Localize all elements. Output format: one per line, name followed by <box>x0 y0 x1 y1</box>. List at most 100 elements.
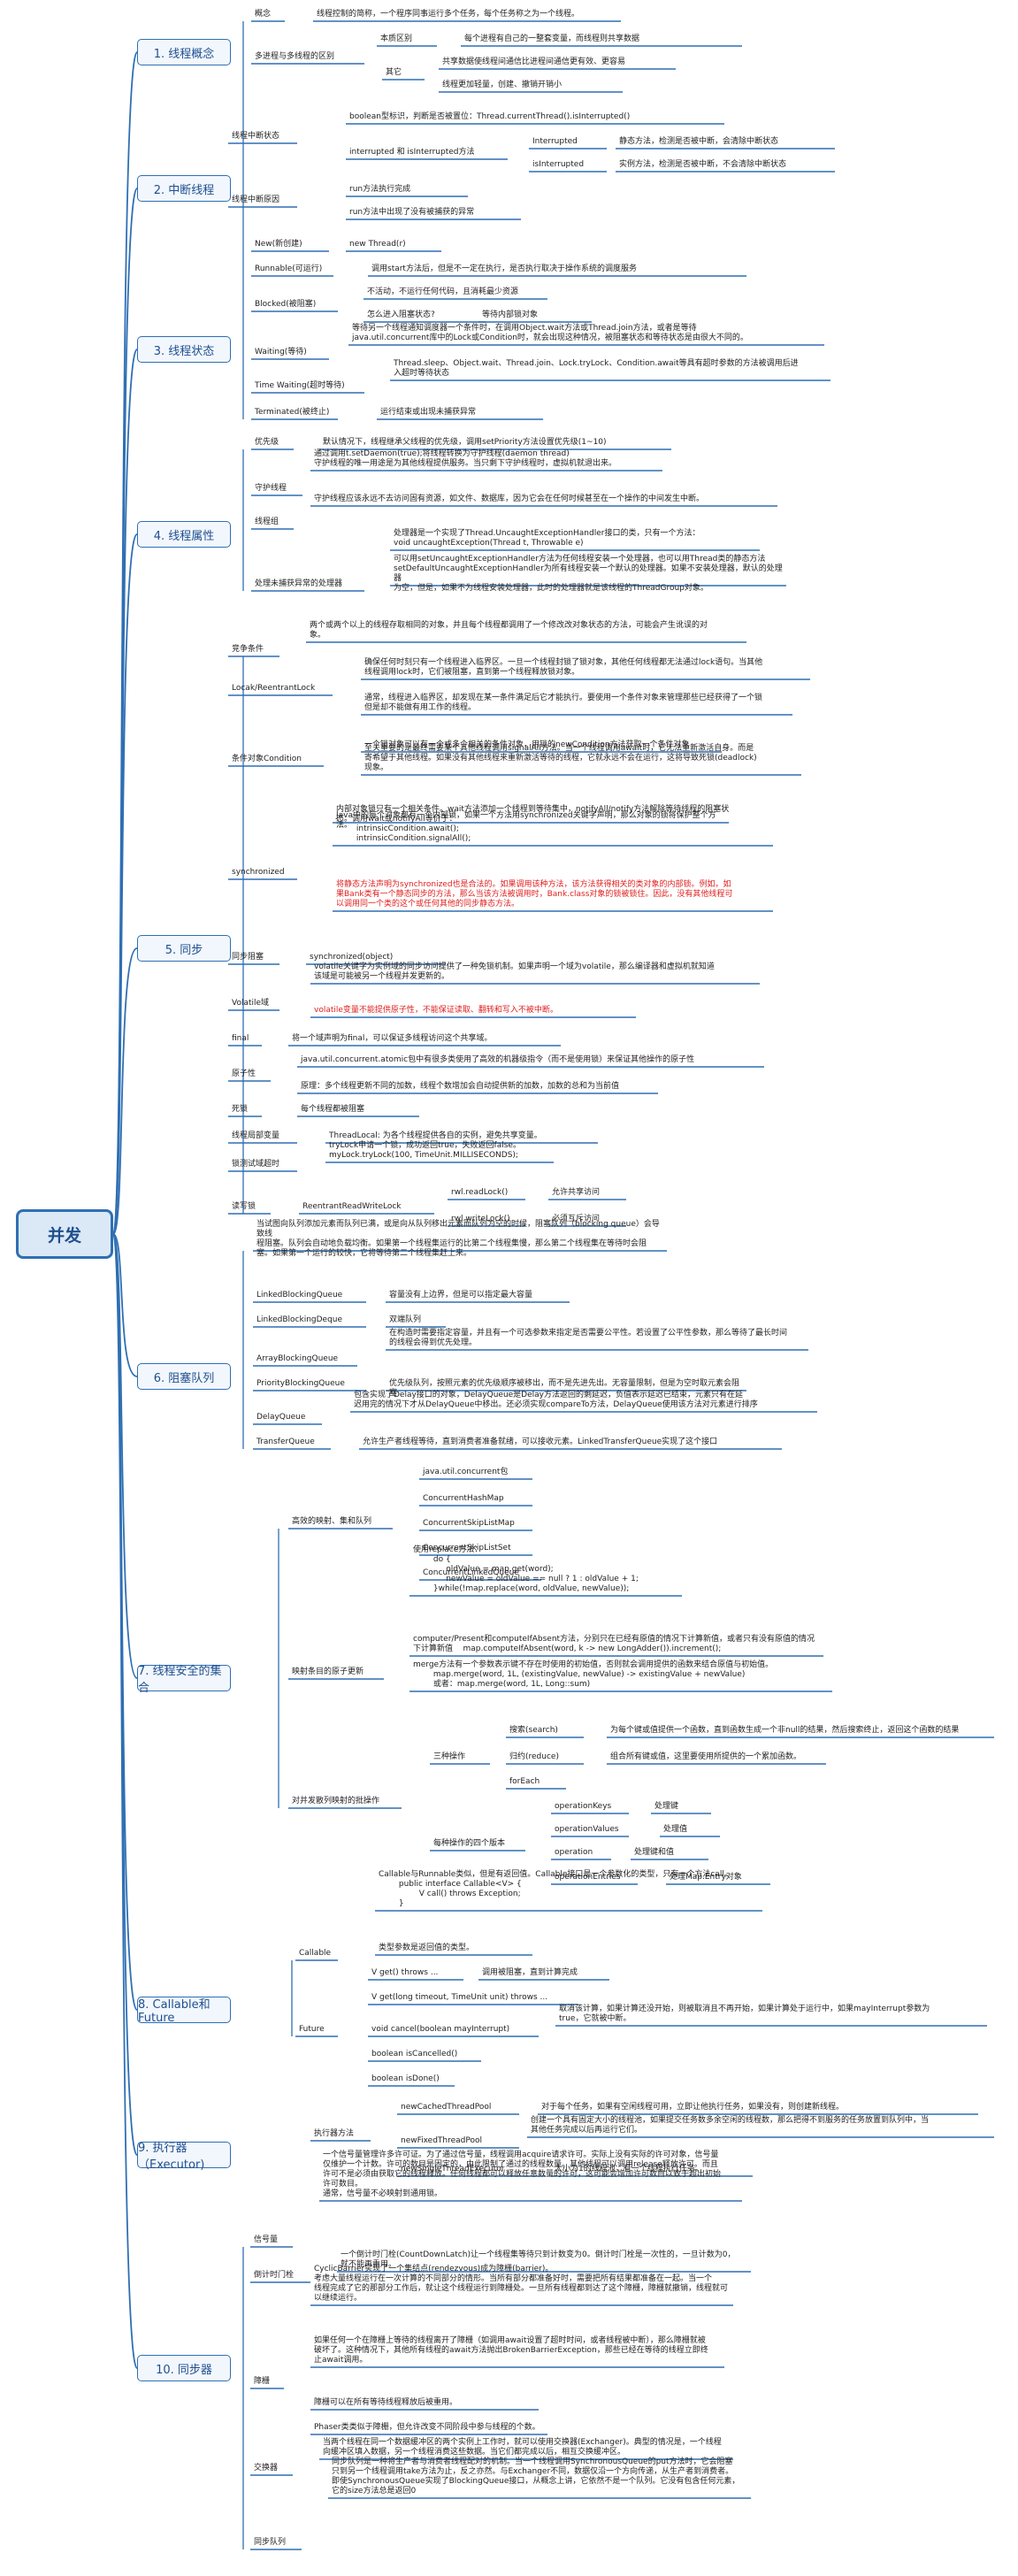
mindmap-node[interactable]: ConcurrentHashMap <box>423 1494 504 1503</box>
mindmap-node[interactable]: 多进程与多线程的区别 <box>255 52 335 61</box>
mindmap-node[interactable]: ThreadLocal: 为各个线程提供各自的实例，避免共享变量。 <box>329 1131 542 1140</box>
mindmap-node[interactable]: 确保任何时刻只有一个线程进入临界区。一旦一个线程封锁了锁对象，其他任何线程都无法… <box>364 658 763 677</box>
mindmap-node[interactable]: CyclicBarrier实现了一个集结点(rendezvous)成为障栅(ba… <box>314 2265 729 2303</box>
mindmap-node[interactable]: LinkedBlockingQueue <box>256 1291 343 1300</box>
mindmap-node[interactable]: operationValues <box>555 1825 619 1834</box>
mindmap-node[interactable]: 原理：多个线程更新不同的加数，线程个数增加会自动提供新的加数，加数的总和为当前值 <box>301 1082 620 1091</box>
mindmap-node[interactable]: 守护线程应该永远不去访问固有资源，如文件、数据库，因为它会在任何时候甚至在一个操… <box>314 494 705 503</box>
mindmap-node[interactable]: 障栅 <box>254 2377 271 2386</box>
mindmap-node[interactable]: 组合所有键或值，这里要使用所提供的一个累加函数。 <box>610 1752 802 1761</box>
section-s6[interactable]: 6. 阻塞队列 <box>137 1363 231 1390</box>
mindmap-node[interactable]: 怎么进入阻塞状态? <box>367 310 435 319</box>
mindmap-node[interactable]: 优先级队列，按照元素的优先级顺序被移出，而不是先进先出。无容量限制，但是为空时取… <box>389 1379 740 1398</box>
mindmap-node[interactable]: 运行结束或出现未捕获异常 <box>380 408 477 417</box>
mindmap-node[interactable]: final <box>232 1034 249 1043</box>
mindmap-node[interactable]: ReentrantReadWriteLock <box>302 1202 402 1211</box>
mindmap-node[interactable]: 映射条目的原子更新 <box>292 1668 364 1676</box>
mindmap-node[interactable]: run方法中出现了没有被捕获的异常 <box>349 208 475 217</box>
mindmap-node[interactable]: 可以用setUncaughtExceptionHandler方法为任何线程安装一… <box>394 555 783 593</box>
section-s3[interactable]: 3. 线程状态 <box>137 336 231 363</box>
root-node[interactable]: 并发 <box>16 1209 113 1259</box>
mindmap-node[interactable]: 大小为1的线程池，有一个线程执行任务。 <box>555 2165 703 2174</box>
mindmap-node[interactable]: boolean型标识，判断是否被置位：Thread.currentThread(… <box>349 112 631 121</box>
mindmap-node[interactable]: newCachedThreadPool <box>401 2103 492 2112</box>
mindmap-node[interactable]: 障栅可以在所有等待线程释放后被重用。 <box>314 2398 458 2407</box>
mindmap-node[interactable]: java.util.concurrent.atomic包中有很多类使用了高效的机… <box>301 1055 695 1064</box>
mindmap-node[interactable]: Terminated(被终止) <box>255 408 330 417</box>
mindmap-node[interactable]: V get(long timeout, TimeUnit unit) throw… <box>371 1993 548 2002</box>
mindmap-node[interactable]: 倒计时门栓 <box>254 2271 295 2280</box>
mindmap-node[interactable]: Callable <box>299 1949 332 1958</box>
mindmap-node[interactable]: synchronized <box>232 868 285 877</box>
mindmap-node[interactable]: 处理未捕获异常的处理器 <box>255 579 343 588</box>
mindmap-node[interactable]: 将静态方法声明为synchronized也是合法的。如果调用该种方法，该方法获得… <box>336 880 733 908</box>
mindmap-node[interactable]: 优先级 <box>255 438 279 447</box>
mindmap-node[interactable]: Future <box>299 2025 325 2034</box>
section-s8[interactable]: 8. Callable和Future <box>137 1997 231 2025</box>
mindmap-node[interactable]: 调用start方法后，但是不一定在执行，是否执行取决于操作系统的调度服务 <box>371 264 637 273</box>
section-s7[interactable]: 7. 线程安全的集合 <box>137 1665 231 1695</box>
section-s10[interactable]: 10. 同步器 <box>137 2355 231 2381</box>
mindmap-node[interactable]: ConcurrentLinkedQueue <box>423 1568 519 1577</box>
mindmap-node[interactable]: 将一个域声明为final，可以保证多线程访问这个共享域。 <box>292 1034 493 1043</box>
mindmap-node[interactable]: TransferQueue <box>256 1438 315 1446</box>
mindmap-node[interactable]: Locak/ReentrantLock <box>232 684 316 693</box>
mindmap-node[interactable]: rwl.writeLock() <box>451 1215 510 1223</box>
mindmap-node[interactable]: interrupted 和 isInterrupted方法 <box>349 148 475 157</box>
mindmap-node[interactable]: 当试图向队列添加元素而队列已满，或是向从队列移出元素而队列为空的时候，阻塞队列（… <box>256 1220 660 1258</box>
mindmap-node[interactable]: 每个进程有自己的一整套变量，而线程则共享数据 <box>464 34 640 43</box>
mindmap-node[interactable]: 使用replace方法： do { oldValue = map.get(wor… <box>413 1545 639 1593</box>
mindmap-node[interactable]: 同步队列是一种将生产者与消费者线程配对的机制。当一个线程调用Synchronou… <box>332 2457 740 2496</box>
mindmap-node[interactable]: 对并发散列映射的批操作 <box>292 1797 380 1806</box>
mindmap-node[interactable]: 包含实现了Delay接口的对象，DelayQueue是Delay方法返回的剩延迟… <box>354 1391 758 1409</box>
mindmap-node[interactable]: V get() throws ... <box>371 1968 439 1977</box>
mindmap-node[interactable]: ConcurrentSkipListMap <box>423 1519 515 1528</box>
mindmap-node[interactable]: synchronized(object) <box>310 953 394 962</box>
mindmap-node[interactable]: 原子性 <box>232 1070 256 1078</box>
mindmap-node[interactable]: 一个倒计时门栓(CountDownLatch)让一个线程集等待只到计数变为0。倒… <box>341 2250 736 2269</box>
mindmap-node[interactable]: 线程中断状态 <box>232 132 280 141</box>
mindmap-node[interactable]: 一个锁对象可以有一个或多个相关的条件对象，用锁的newCondition方法获取… <box>364 740 690 749</box>
mindmap-node[interactable]: 创建一个具有固定大小的线程池，如果提交任务数多余空闲的线程数，那么把得不到服务的… <box>531 2116 930 2135</box>
mindmap-node[interactable]: 线程更加轻量，创建、撤销开销小 <box>442 80 563 89</box>
mindmap-node[interactable]: 读写锁 <box>232 1202 256 1211</box>
mindmap-node[interactable]: 归约(reduce) <box>509 1752 559 1761</box>
mindmap-node[interactable]: 条件对象Condition <box>232 755 302 763</box>
mindmap-node[interactable]: 每个线程都被阻塞 <box>301 1105 365 1114</box>
mindmap-node[interactable]: 如果任何一个在障栅上等待的线程离开了障栅（如调用await设置了超时时间，或者线… <box>314 2336 708 2365</box>
mindmap-node[interactable]: 本质区别 <box>380 34 413 43</box>
mindmap-node[interactable]: 通常，线程进入临界区，却发现在某一条件满足后它才能执行。要使用一个条件对象来管理… <box>364 694 763 712</box>
mindmap-node[interactable]: boolean isCancelled() <box>371 2050 458 2058</box>
mindmap-node[interactable]: 等待另一个线程通知调度器一个条件时，在调用Object.wait方法或Threa… <box>352 324 748 342</box>
mindmap-node[interactable]: 每种操作的四个版本 <box>433 1839 506 1848</box>
section-s1[interactable]: 1. 线程概念 <box>137 39 231 65</box>
mindmap-node[interactable]: new Thread(r) <box>349 240 406 249</box>
mindmap-node[interactable]: 必须互斥访问 <box>552 1215 601 1223</box>
mindmap-node[interactable]: 搜索(search) <box>509 1726 558 1735</box>
mindmap-node[interactable]: Waiting(等待) <box>255 348 307 356</box>
mindmap-node[interactable]: volatile变量不能提供原子性，不能保证读取、翻转和写入不被中断。 <box>314 1006 558 1015</box>
mindmap-node[interactable]: Phaser类类似于障栅，但允许改变不同阶段中参与线程的个数。 <box>314 2423 540 2432</box>
mindmap-node[interactable]: forEach <box>509 1777 540 1786</box>
mindmap-node[interactable]: 线程控制的简称，一个程序同事运行多个任务，每个任务称之为一个线程。 <box>317 10 580 19</box>
mindmap-node[interactable]: 允许生产者线程等待，直到消费者准备就绪，可以接收元素。LinkedTransfe… <box>363 1438 718 1446</box>
mindmap-node[interactable]: Blocked(被阻塞) <box>255 300 317 309</box>
mindmap-node[interactable]: newFixedThreadPool <box>401 2136 483 2145</box>
mindmap-node[interactable]: 线程组 <box>255 518 279 526</box>
mindmap-node[interactable]: 其它 <box>386 68 402 77</box>
mindmap-node[interactable]: 不活动，不运行任何代码，且消耗最少资源 <box>367 288 519 296</box>
mindmap-node[interactable]: 取消该计算，如果计算还没开始，则被取消且不再开始，如果计算处于运行中，如果may… <box>559 2005 930 2023</box>
mindmap-node[interactable]: computer/Present和computeIfAbsent方法，分别只在已… <box>413 1635 815 1653</box>
mindmap-node[interactable]: isInterrupted <box>532 160 585 169</box>
mindmap-node[interactable]: 允许共享访问 <box>552 1188 601 1197</box>
mindmap-node[interactable]: void cancel(boolean mayInterrupt) <box>371 2025 510 2034</box>
mindmap-node[interactable]: merge方法有一个参数表示键不存在时使用的初始值，否则就会调用提供的函数来结合… <box>413 1660 774 1689</box>
mindmap-node[interactable]: 执行器方法 <box>314 2129 355 2138</box>
mindmap-node[interactable]: rwl.readLock() <box>451 1188 509 1197</box>
mindmap-node[interactable]: Java中的每个对象都有一个内部锁，如果一个方法用synchronized关键字… <box>336 811 716 830</box>
section-s5[interactable]: 5. 同步 <box>137 935 231 962</box>
mindmap-node[interactable]: 至关重要的是最终需要某个其他线程调用signalAll方法。当一个线程调用awa… <box>364 744 757 772</box>
mindmap-node[interactable]: 概念 <box>255 10 272 19</box>
mindmap-node[interactable]: Thread.sleep、Object.wait、Thread.join、Loc… <box>394 359 799 378</box>
mindmap-node[interactable]: operationKeys <box>555 1802 612 1811</box>
